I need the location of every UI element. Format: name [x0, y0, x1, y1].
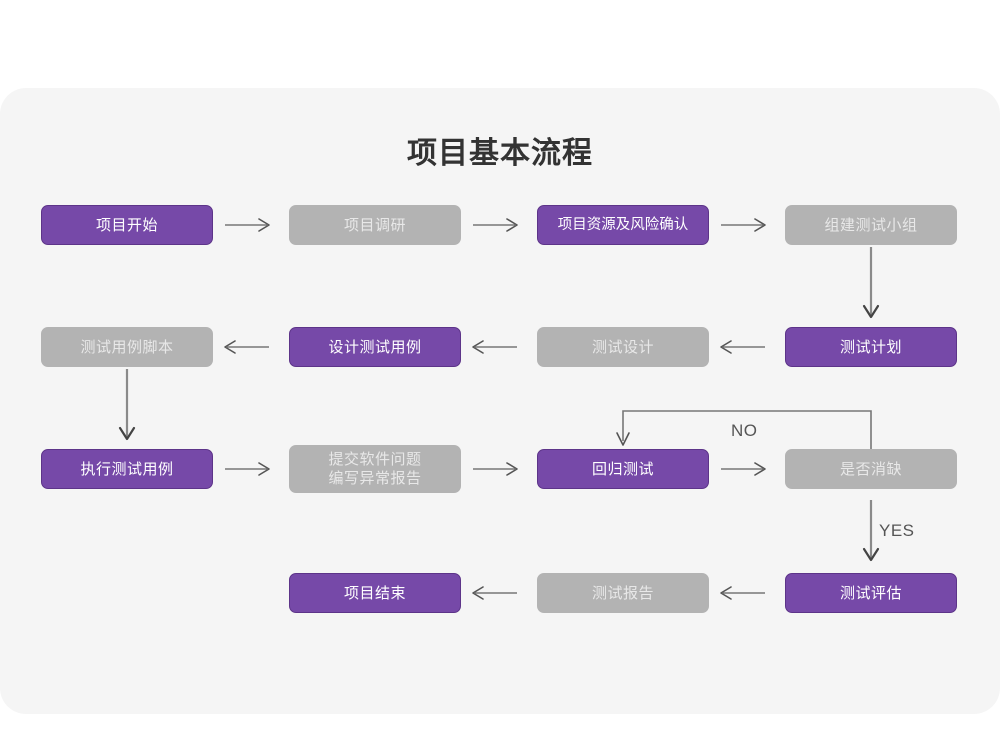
- node-project-start[interactable]: 项目开始: [41, 205, 213, 245]
- node-design-test-case[interactable]: 设计测试用例: [289, 327, 461, 367]
- node-project-research[interactable]: 项目调研: [289, 205, 461, 245]
- node-execute-test-case[interactable]: 执行测试用例: [41, 449, 213, 489]
- node-build-test-team[interactable]: 组建测试小组: [785, 205, 957, 245]
- diagram-panel: [0, 88, 1000, 714]
- node-test-plan[interactable]: 测试计划: [785, 327, 957, 367]
- node-test-evaluation[interactable]: 测试评估: [785, 573, 957, 613]
- node-resource-risk-confirm[interactable]: 项目资源及风险确认: [537, 205, 709, 245]
- page-title: 项目基本流程: [407, 137, 593, 170]
- node-submit-defect-report[interactable]: 提交软件问题 编写异常报告: [289, 445, 461, 493]
- node-test-report[interactable]: 测试报告: [537, 573, 709, 613]
- node-test-case-script[interactable]: 测试用例脚本: [41, 327, 213, 367]
- edge-label-no: NO: [731, 421, 758, 440]
- node-defect-resolved-decision[interactable]: 是否消缺: [785, 449, 957, 489]
- node-project-end[interactable]: 项目结束: [289, 573, 461, 613]
- node-regression-test[interactable]: 回归测试: [537, 449, 709, 489]
- edge-label-yes: YES: [879, 521, 915, 540]
- node-test-design[interactable]: 测试设计: [537, 327, 709, 367]
